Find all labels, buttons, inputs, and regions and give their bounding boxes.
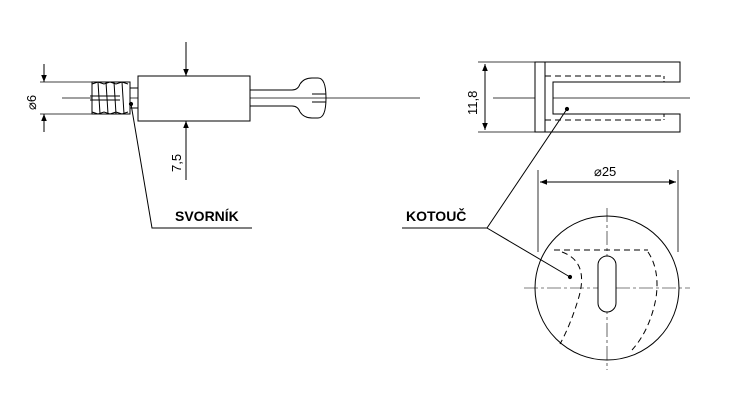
cam-diameter-label: ⌀25 xyxy=(594,164,616,179)
bolt-offset-label: 7,5 xyxy=(169,154,184,172)
bolt-body xyxy=(137,75,251,122)
cam-name-label: KOTOUČ xyxy=(406,207,466,224)
bolt-neck xyxy=(250,83,301,113)
cam-slot xyxy=(597,255,617,313)
cam-side-view xyxy=(478,61,690,133)
bolt-diameter-label: ⌀6 xyxy=(24,95,39,110)
cam-front-view xyxy=(402,108,690,370)
bolt-leader-line xyxy=(130,103,252,229)
bolt-thread xyxy=(90,81,131,115)
bolt-name-label: SVORNÍK xyxy=(175,208,239,224)
bolt-head xyxy=(299,77,327,119)
cam-height-label: 11,8 xyxy=(465,91,480,115)
bolt-view xyxy=(40,42,420,229)
